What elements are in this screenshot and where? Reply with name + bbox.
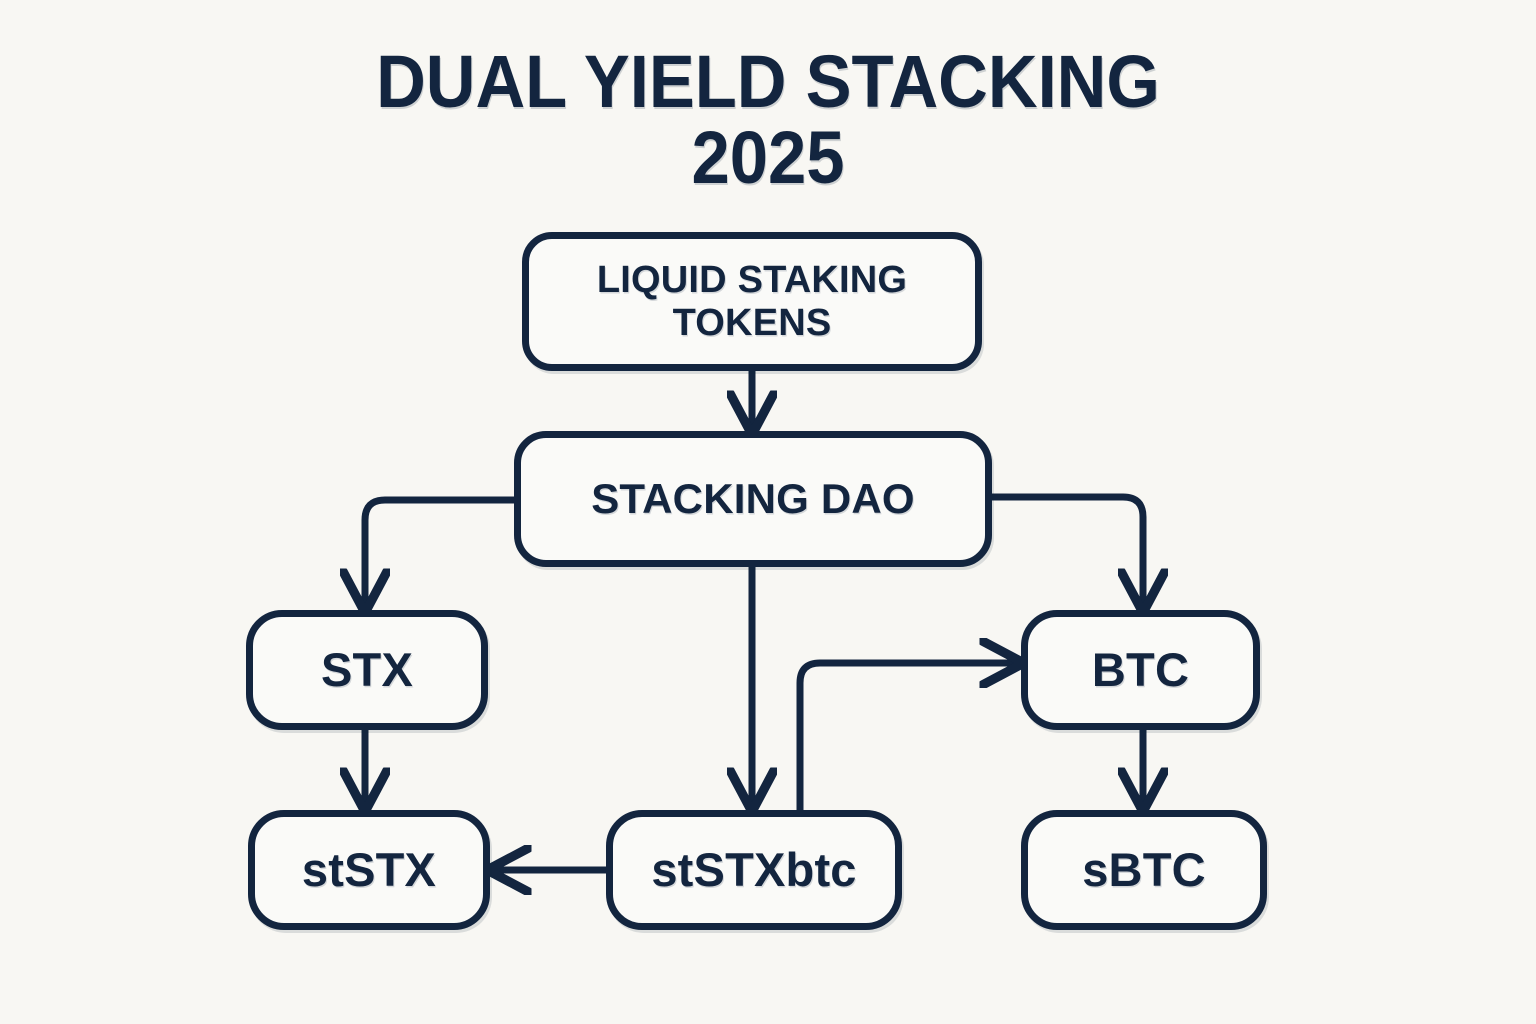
edge-dao-to-btc [992, 493, 1143, 607]
page-title: DUAL YIELD STACKING 2025 [376, 40, 1160, 199]
node-liquid-staking-tokens[interactable]: LIQUID STAKING TOKENS [522, 232, 982, 371]
node-label: STACKING DAO [591, 475, 915, 523]
node-label: sBTC [1082, 842, 1206, 896]
edge-dao-to-stx [365, 496, 514, 607]
edge-ststxbtc-to-btc [796, 663, 1018, 810]
node-label: stSTXbtc [651, 842, 857, 896]
node-sbtc[interactable]: sBTC [1021, 810, 1267, 930]
node-label: LIQUID STAKING TOKENS [596, 258, 908, 344]
node-stacking-dao[interactable]: STACKING DAO [514, 431, 992, 567]
node-stx[interactable]: STX [246, 610, 488, 730]
node-label: BTC [1091, 642, 1190, 696]
node-label: stSTX [301, 842, 437, 896]
node-btc[interactable]: BTC [1021, 610, 1260, 730]
node-label: STX [320, 642, 413, 696]
node-ststx[interactable]: stSTX [248, 810, 490, 930]
node-ststxbtc[interactable]: stSTXbtc [606, 810, 902, 930]
